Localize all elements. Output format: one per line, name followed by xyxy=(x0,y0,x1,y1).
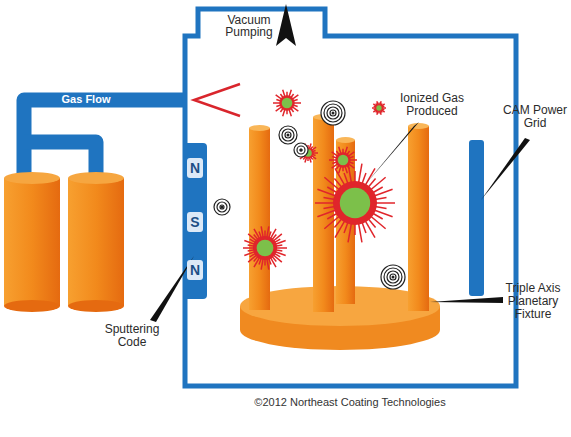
ring xyxy=(294,143,308,157)
target-atom xyxy=(214,199,230,215)
burst-core xyxy=(375,104,383,112)
target-atom xyxy=(321,101,345,125)
callout-label: Ionized Gas Produced xyxy=(384,92,480,118)
ring xyxy=(387,271,399,283)
ring xyxy=(297,146,305,154)
vacuum-arrow xyxy=(276,4,296,46)
burst-center xyxy=(338,155,349,166)
ring xyxy=(220,205,224,209)
ring xyxy=(324,104,342,122)
magnet-pole: N xyxy=(187,260,203,280)
planetary-fixture xyxy=(240,114,440,350)
burst-center xyxy=(282,98,293,109)
ring-dot xyxy=(332,112,335,115)
leader-line xyxy=(364,122,419,186)
callout-label: Sputtering Code xyxy=(92,323,172,349)
vacuum-chamber xyxy=(185,9,516,386)
ring-dot xyxy=(221,206,224,209)
pole-letter: N xyxy=(190,262,200,278)
target-atom xyxy=(381,265,405,289)
magnet-pole: N xyxy=(187,158,203,178)
magnet-pole: S xyxy=(187,212,203,232)
ring-dot xyxy=(300,149,303,152)
ring-dot xyxy=(392,276,395,279)
burst-core xyxy=(279,95,294,110)
ion-bursts xyxy=(243,90,395,270)
burst-center xyxy=(257,240,274,257)
target-atom xyxy=(279,126,297,144)
ring xyxy=(381,265,405,289)
target-atoms xyxy=(214,101,405,289)
ion-burst xyxy=(243,226,287,269)
ring-dot xyxy=(287,134,290,137)
burst-center xyxy=(376,105,381,110)
pole-letter: S xyxy=(190,214,199,230)
burst-core xyxy=(333,181,377,225)
pole-letter: N xyxy=(190,160,200,176)
gas-tank xyxy=(68,172,124,312)
ring xyxy=(279,126,297,144)
leader-line xyxy=(430,297,503,303)
callout-label: CAM Power Grid xyxy=(502,104,568,130)
ion-burst xyxy=(315,164,395,243)
ring xyxy=(214,199,230,215)
ring xyxy=(384,268,402,286)
gas-tank xyxy=(4,172,60,312)
ring xyxy=(321,101,345,125)
ion-burst xyxy=(273,90,301,117)
magnet-bar xyxy=(183,143,207,299)
copyright-note: ©2012 Northeast Coating Technologies xyxy=(200,396,500,409)
target-atom xyxy=(294,143,308,157)
gas-flow-label: Gas Flow xyxy=(46,93,126,106)
ring xyxy=(217,202,227,212)
gas-flow-arrow xyxy=(194,84,240,116)
leader-line xyxy=(481,138,530,200)
ring xyxy=(390,274,396,280)
power-grid xyxy=(469,140,484,296)
burst-center xyxy=(340,188,370,218)
callout-label: Triple Axis Planetary Fixture xyxy=(498,282,568,321)
ring xyxy=(282,129,294,141)
pump-label: Vacuum Pumping xyxy=(214,14,284,38)
ion-burst xyxy=(329,147,357,174)
ring xyxy=(300,149,302,151)
ion-burst xyxy=(372,101,386,114)
ring xyxy=(285,132,291,138)
ring xyxy=(330,110,336,116)
ring xyxy=(327,107,339,119)
burst-core xyxy=(253,236,277,260)
burst-core xyxy=(335,152,350,167)
gas-pipe xyxy=(24,100,186,178)
